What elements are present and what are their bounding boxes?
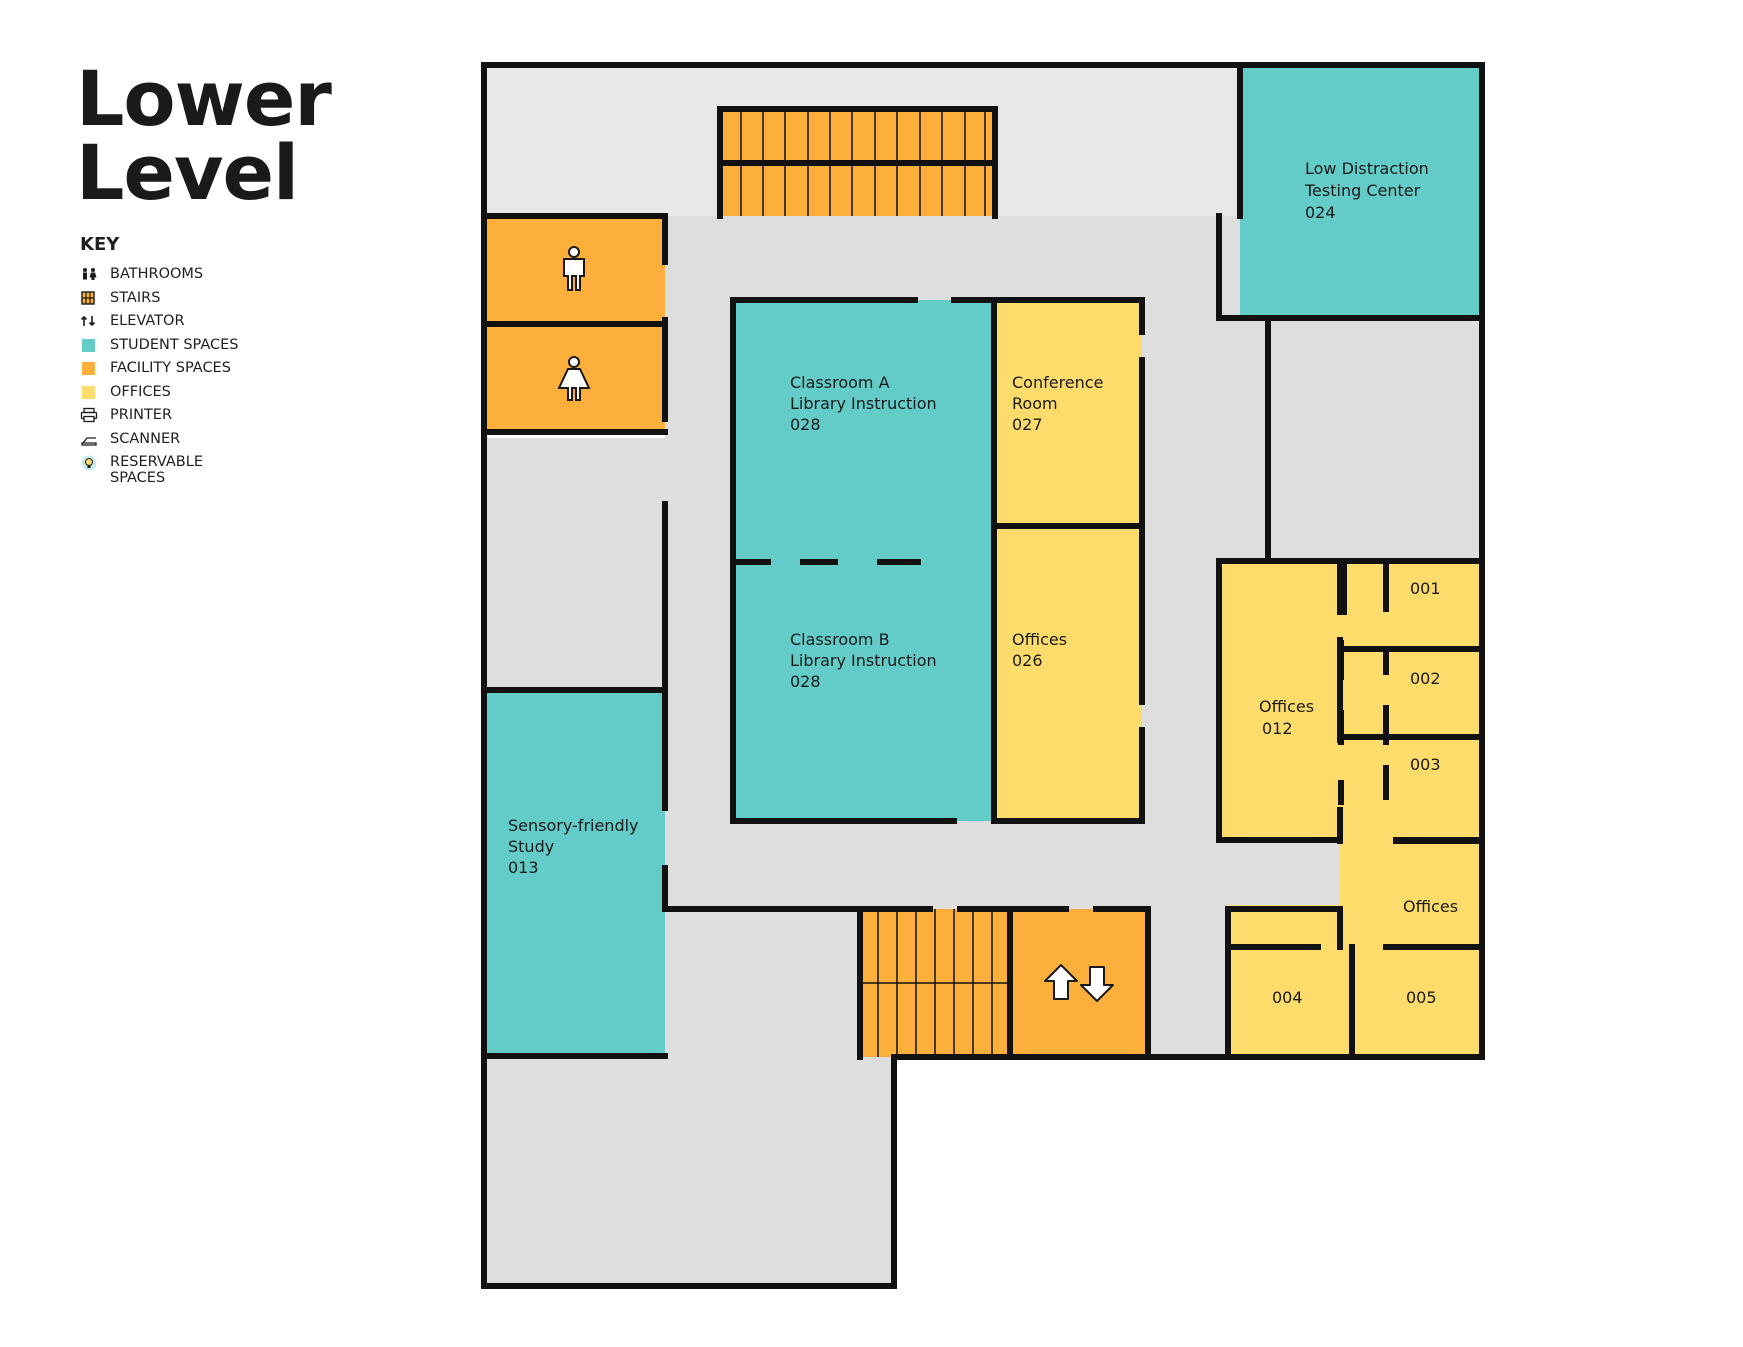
elevator-icon [1044, 964, 1114, 1002]
facility-swatch [82, 362, 95, 375]
label-office-002: 002 [1410, 669, 1441, 688]
key-item-elevator: ELEVATOR [80, 313, 250, 337]
label-line: Offices [1259, 697, 1314, 716]
label-line: Classroom B [790, 630, 890, 649]
label-line: Conference [1012, 373, 1103, 392]
room-offices-026[interactable] [994, 526, 1142, 821]
label-line: 027 [1012, 415, 1043, 434]
key-item-scanner: SCANNER [80, 431, 250, 455]
room-classroom-b[interactable] [733, 562, 994, 821]
bathroom-icon [83, 268, 97, 280]
label-office-001: 001 [1410, 579, 1441, 598]
label-line: 028 [790, 415, 821, 434]
room-conference[interactable] [994, 300, 1142, 526]
label-line: Room [1012, 394, 1058, 413]
key-item-offices: OFFICES [80, 384, 250, 408]
key-label: STAIRS [110, 289, 161, 306]
label-office-003: 003 [1410, 755, 1441, 774]
unassigned-west [484, 438, 665, 690]
key-label: RESERVABLE SPACES [110, 454, 203, 486]
scanner-icon [81, 436, 97, 446]
label-classroom-b: Classroom B Library Instruction 028 [790, 630, 942, 691]
label-offices-012: Offices 012 [1259, 697, 1319, 738]
key-item-facility-spaces: FACILITY SPACES [80, 360, 250, 384]
offices-swatch [82, 385, 95, 399]
label-conference: Conference Room 027 [1012, 373, 1109, 434]
elevator-icon [80, 315, 96, 327]
key-heading: KEY [80, 234, 120, 255]
unassigned-south-closet [1148, 909, 1228, 1057]
key-item-bathrooms: BATHROOMS [80, 266, 250, 290]
label-line: Library Instruction [790, 394, 937, 413]
title-line-2: Level [76, 128, 299, 217]
label-line: Study [508, 837, 554, 856]
label-sensory-study: Sensory-friendly Study 013 [508, 816, 644, 877]
label-line: Classroom A [790, 373, 890, 392]
label-line: Library Instruction [790, 651, 937, 670]
room-testing-center[interactable] [1240, 65, 1482, 318]
key-label: SCANNER [110, 430, 181, 447]
wall-dashes [1338, 560, 1389, 805]
room-sensory-study[interactable] [484, 690, 665, 1056]
key-label: BATHROOMS [110, 266, 204, 282]
printer-icon [80, 407, 98, 423]
label-line: 013 [508, 858, 539, 877]
women-restroom-icon [557, 356, 591, 401]
map-title: Lower Level [76, 54, 332, 217]
student-swatch [82, 338, 95, 352]
floor-fills [484, 65, 1482, 1286]
key-label: ELEVATOR [110, 313, 185, 329]
label-offices-026: Offices 026 [1012, 630, 1072, 670]
key-label: OFFICES [110, 383, 171, 400]
stair-treads [740, 109, 1010, 1057]
room-offices-012[interactable] [1219, 561, 1482, 841]
key-label: STUDENT SPACES [110, 336, 239, 353]
label-line: 026 [1012, 651, 1043, 670]
elevator-shaft [1010, 909, 1148, 1057]
label-office-005: 005 [1406, 988, 1437, 1007]
key-item-reservable-spaces: RESERVABLE SPACES [80, 454, 250, 488]
label-testing-center: Low Distraction Testing Center 024 [1304, 159, 1434, 222]
map-key: BATHROOMS STAIRS ELEVATOR STUDENT SPACES… [80, 266, 250, 488]
key-item-printer: PRINTER [80, 407, 250, 431]
label-line: Low Distraction [1305, 159, 1429, 178]
lightbulb-icon [81, 455, 97, 471]
label-offices-east: Offices [1403, 897, 1458, 916]
key-label: FACILITY SPACES [110, 360, 231, 376]
label-line: 012 [1262, 719, 1293, 738]
label-classroom-a: Classroom A Library Instruction 028 [790, 373, 942, 434]
label-line: 028 [790, 672, 821, 691]
stairs-icon [81, 290, 95, 305]
men-restroom-icon [563, 246, 585, 291]
label-line: Sensory-friendly [508, 816, 639, 835]
room-classroom-a[interactable] [733, 300, 994, 562]
key-label: PRINTER [110, 407, 173, 423]
label-line: Testing Center [1304, 181, 1421, 200]
key-item-student-spaces: STUDENT SPACES [80, 337, 250, 361]
key-item-stairs: STAIRS [80, 290, 250, 314]
label-line: Offices [1012, 630, 1067, 649]
title-line-1: Lower [76, 54, 332, 143]
label-line: 024 [1305, 203, 1336, 222]
label-office-004: 004 [1272, 988, 1303, 1007]
unassigned-east [1268, 318, 1482, 561]
room-labels: Low Distraction Testing Center 024 Class… [508, 159, 1458, 1007]
